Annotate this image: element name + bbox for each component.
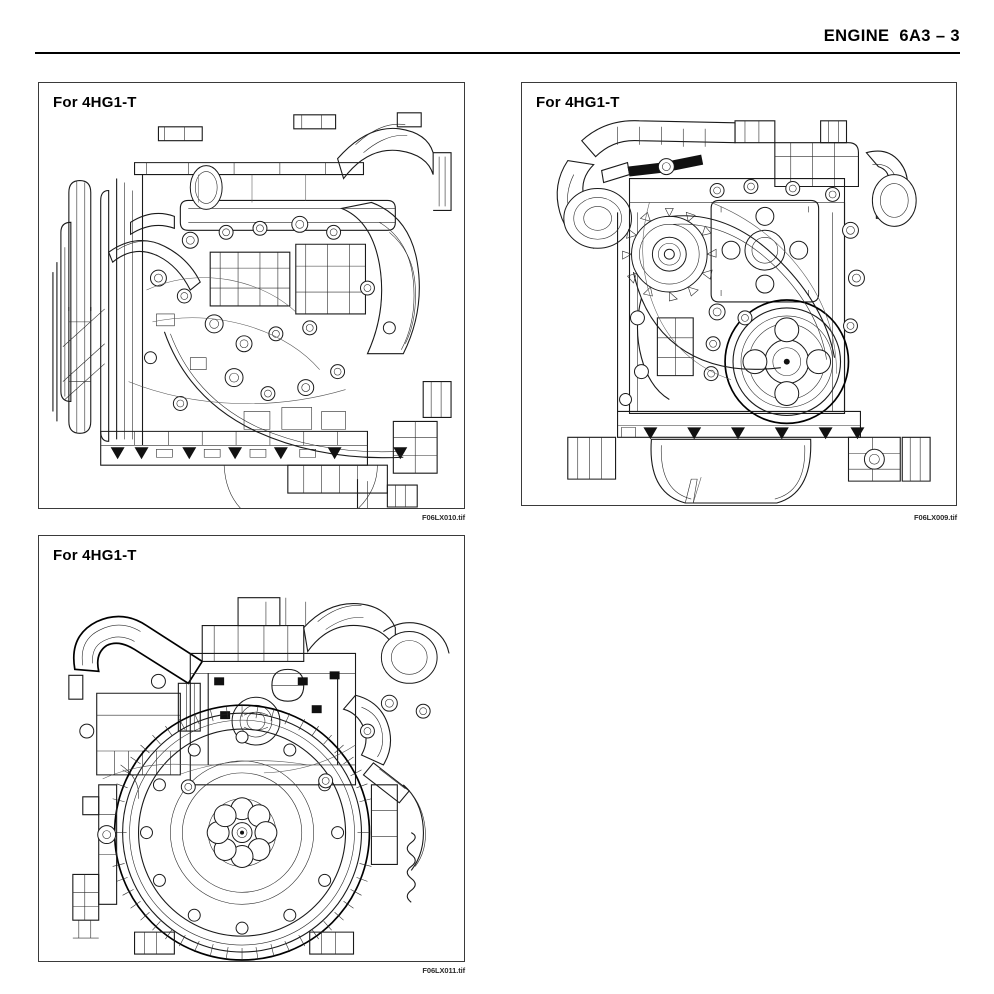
- header-divider: [35, 52, 960, 54]
- figure-caption-2: F06LX009.tif: [914, 513, 957, 522]
- figure-caption-1: F06LX010.tif: [422, 513, 465, 522]
- figure-left-side-view: For 4HG1-T: [38, 82, 465, 529]
- figure-panel-border: For 4HG1-T: [521, 82, 957, 506]
- figure-rear-flywheel-view: For 4HG1-T: [38, 535, 465, 985]
- engine-rear-flywheel-drawing: [39, 536, 464, 961]
- figure-panel-border: For 4HG1-T: [38, 535, 465, 962]
- figure-label-3: For 4HG1-T: [53, 547, 137, 564]
- page-header: ENGINE 6A3 – 3: [35, 28, 960, 56]
- figure-caption-3: F06LX011.tif: [422, 966, 465, 975]
- figure-label-1: For 4HG1-T: [53, 94, 137, 111]
- figure-label-2: For 4HG1-T: [536, 94, 620, 111]
- figure-panel-border: For 4HG1-T: [38, 82, 465, 509]
- engine-side-view-drawing: [39, 83, 464, 508]
- engine-front-view-drawing: [522, 83, 956, 505]
- page-title: ENGINE 6A3 – 3: [823, 27, 960, 45]
- figure-front-view: For 4HG1-T: [521, 82, 957, 529]
